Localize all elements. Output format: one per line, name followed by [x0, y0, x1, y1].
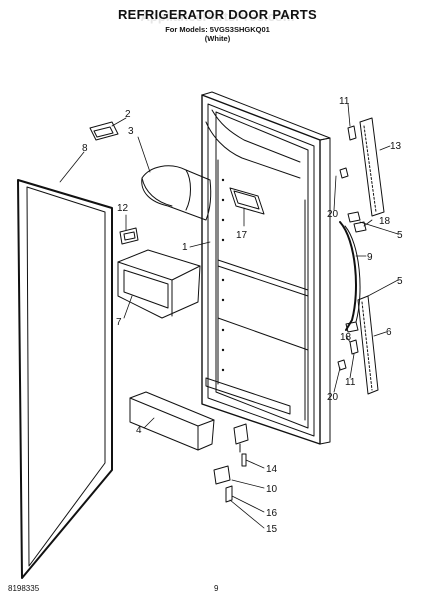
callout-label: 16 — [266, 508, 278, 519]
callout-label: 9 — [367, 252, 373, 263]
door-gasket-part — [17, 179, 113, 579]
lower-handle-mount-part — [337, 321, 359, 371]
callout-label: 20 — [327, 392, 339, 403]
callout-label: 5 — [397, 230, 403, 241]
trim-strip-top-part — [359, 117, 385, 217]
color-line: (White) — [204, 34, 231, 43]
callout-label: 5 — [397, 276, 403, 287]
callout-label: 11 — [345, 377, 356, 388]
callout-label: 7 — [116, 317, 122, 328]
lower-bin-part — [129, 391, 215, 451]
document-number: 8198335 — [8, 584, 40, 593]
page-title: REFRIGERATOR DOOR PARTS — [117, 7, 318, 22]
models-line: For Models: 5VGS3SHGKQ01 — [165, 25, 270, 34]
callout-label: 20 — [327, 209, 339, 220]
callout-label: 15 — [266, 524, 278, 535]
clip-part — [89, 121, 119, 141]
callout-label: 13 — [390, 141, 402, 152]
callout-labels: 2 3 8 12 1 7 4 11 13 20 18 5 9 5 6 18 11… — [82, 96, 403, 535]
callout-label: 10 — [266, 484, 278, 495]
callout-label: 18 — [379, 216, 391, 227]
callout-label: 6 — [386, 327, 392, 338]
callout-label: 2 — [125, 109, 131, 120]
callout-label: 18 — [340, 332, 352, 343]
callout-label: 12 — [117, 203, 129, 214]
callout-label: 11 — [339, 96, 350, 107]
callout-label: 3 — [128, 126, 134, 137]
hinge-clip-part — [119, 227, 139, 245]
callout-label: 8 — [82, 143, 88, 154]
door-liner-part — [201, 91, 331, 445]
callout-label: 4 — [136, 425, 142, 436]
page-number: 9 — [214, 584, 219, 593]
callout-label: 1 — [182, 242, 188, 253]
door-handle-part — [339, 221, 361, 331]
upper-handle-mount-part — [339, 125, 367, 233]
trim-strip-bottom-part — [357, 295, 379, 395]
door-bin-part — [117, 249, 201, 319]
hinge-assembly-part — [213, 423, 249, 503]
leader-lines — [59, 103, 399, 529]
dairy-door-part — [141, 165, 212, 221]
callout-label: 17 — [236, 230, 248, 241]
callout-label: 14 — [266, 464, 278, 475]
watermark-text: AppliancePartsPros.com — [140, 9, 295, 24]
